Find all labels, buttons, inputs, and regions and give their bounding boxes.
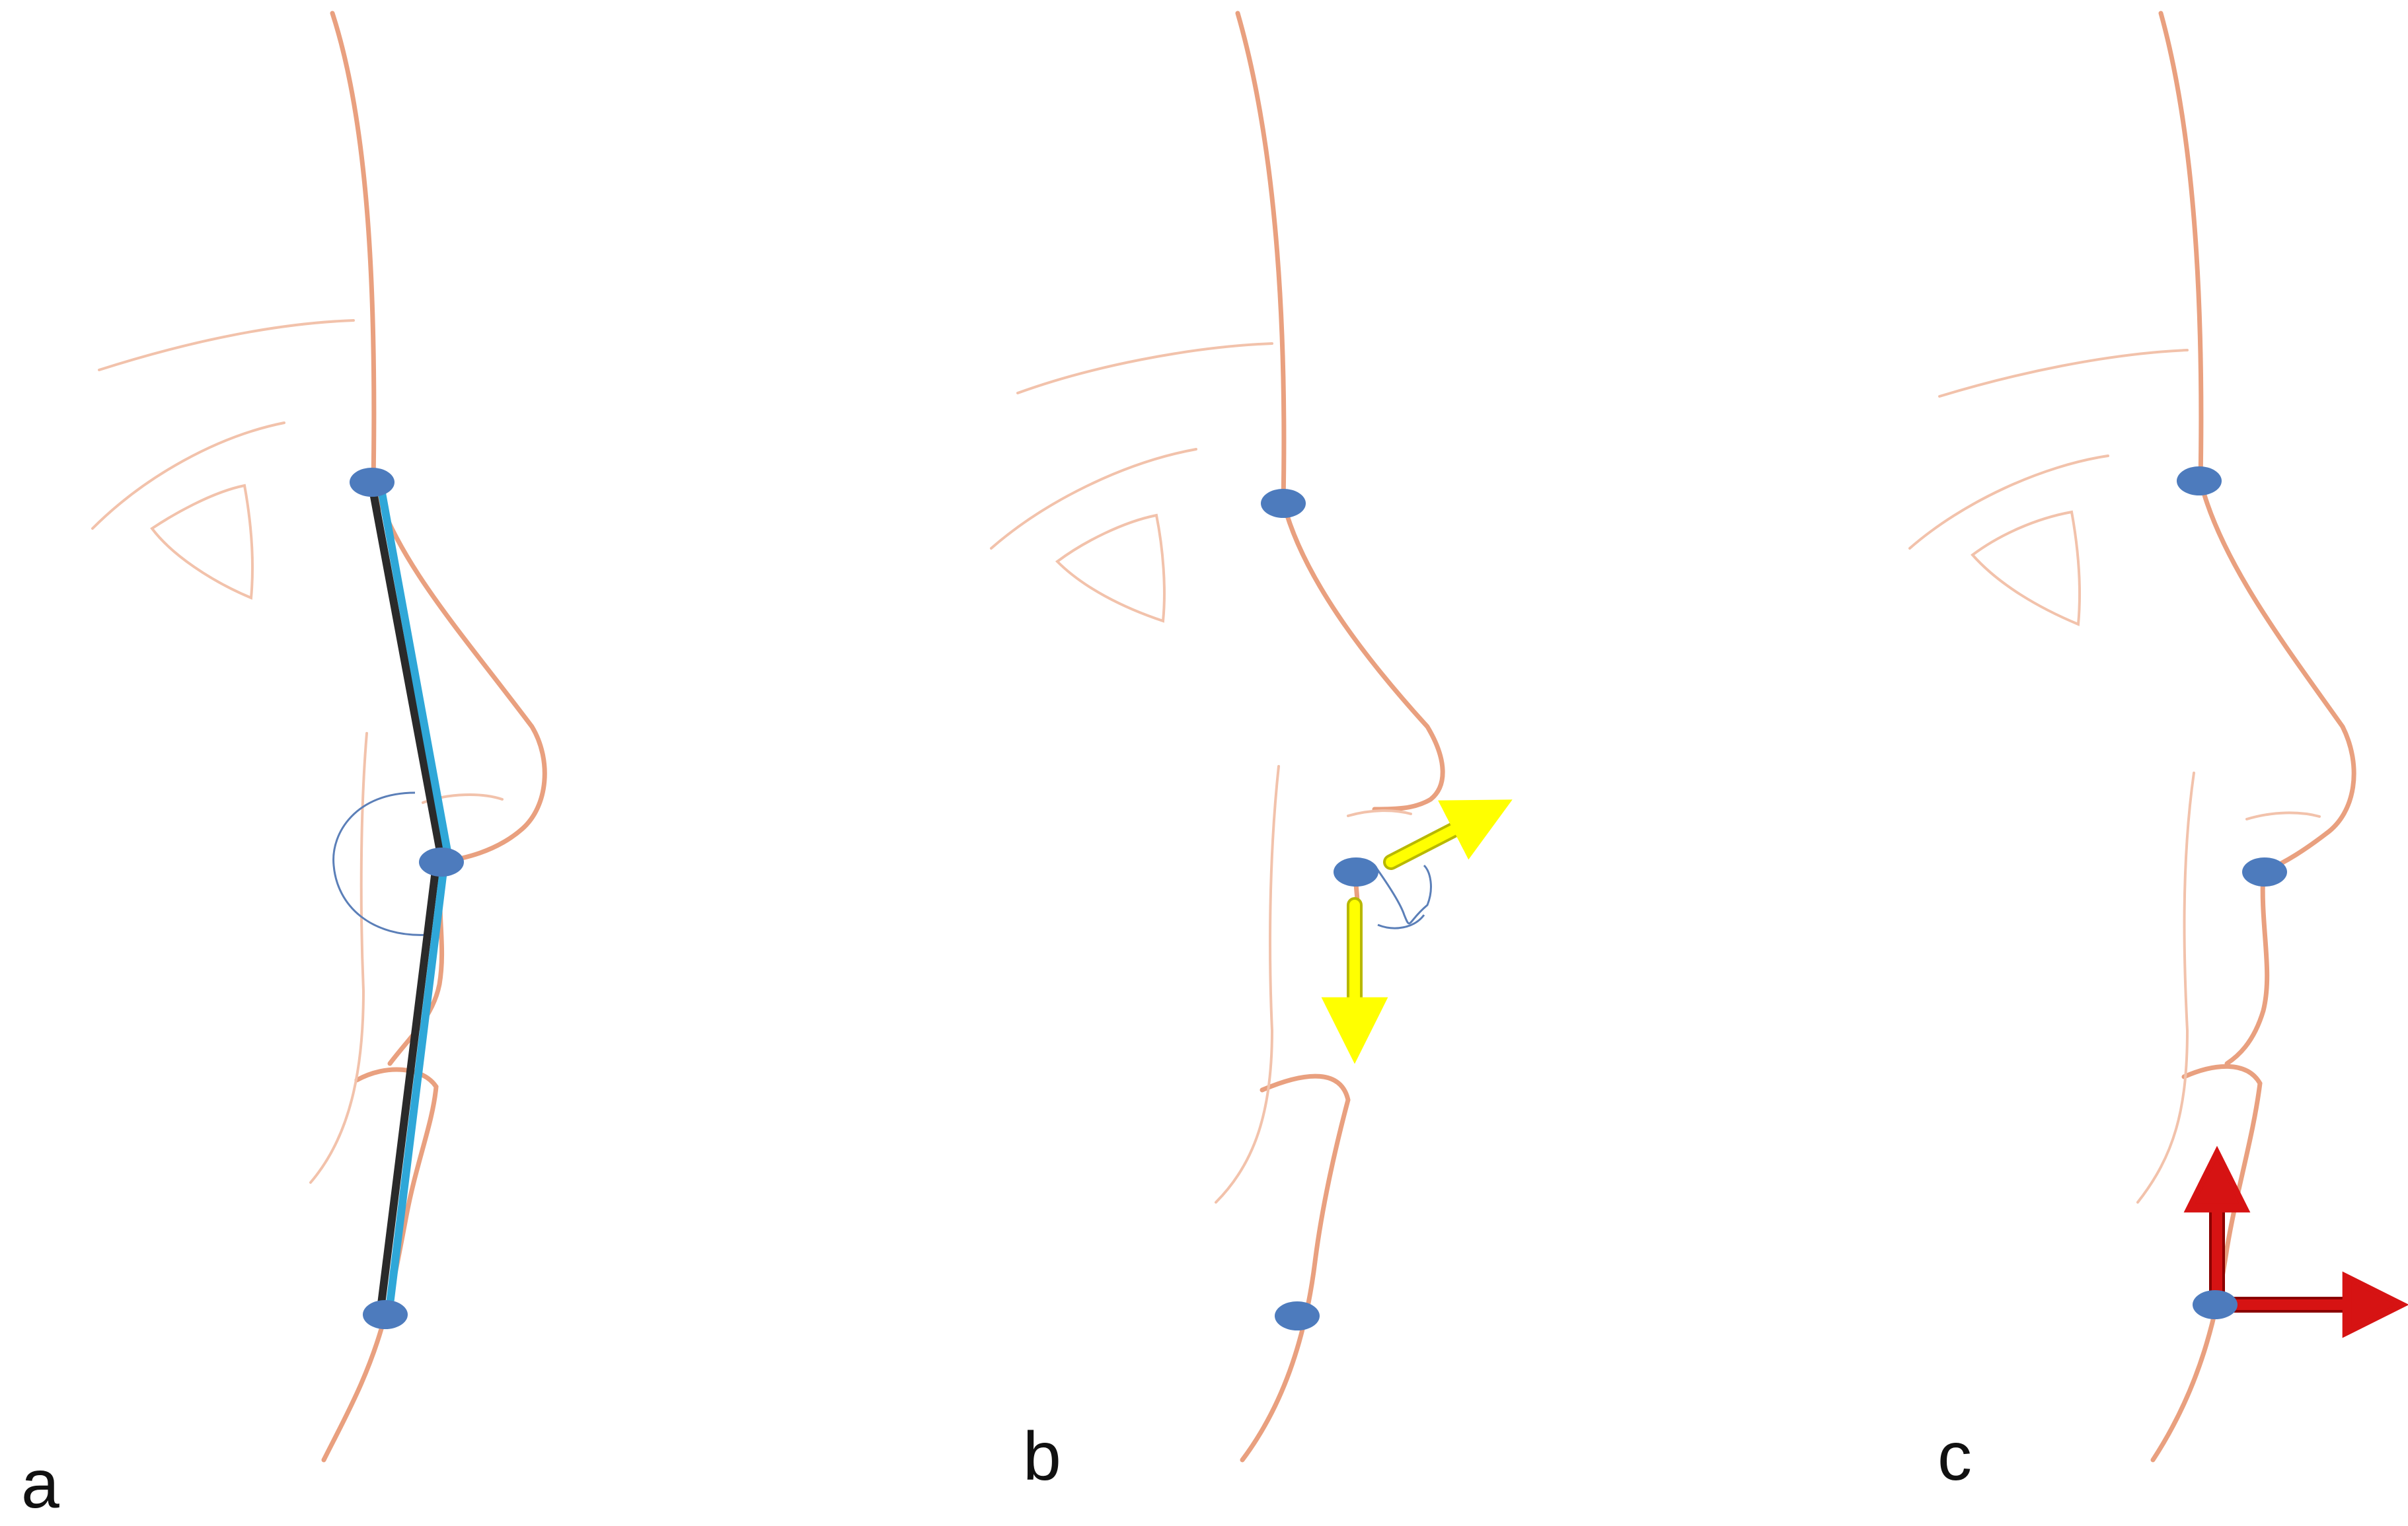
panel-b-forehead-nose-profile bbox=[1235, 11, 1445, 812]
panel-a-upper-eyelid bbox=[91, 421, 285, 530]
panel-b-label: b bbox=[1023, 1418, 1061, 1495]
panel-a-lower-line-shadow bbox=[376, 861, 440, 1319]
panel-b-nostril bbox=[1347, 809, 1412, 817]
panel-b-nasal-fold bbox=[1215, 765, 1280, 1204]
panel-a-facial-angle-arc bbox=[332, 791, 430, 936]
panel-c-landmark-subnasale bbox=[2242, 857, 2287, 887]
panel-a-lower-line bbox=[385, 861, 448, 1319]
panel-a-upper-line-shadow bbox=[367, 478, 447, 869]
panel-a-nasal-fold bbox=[309, 732, 368, 1184]
panel-b-landmark-nasion bbox=[1261, 489, 1306, 518]
panel-b-direction-arrows bbox=[1321, 799, 1513, 1064]
panel-b-nasolabial-angle-arc bbox=[1373, 864, 1432, 925]
panel-c-eye bbox=[1971, 510, 2081, 626]
panel-b-columella-arrow bbox=[1386, 805, 1501, 867]
panel-c-upper-lip bbox=[2224, 869, 2270, 1066]
panel-b-eyebrow bbox=[1016, 342, 1273, 394]
panel-c-nostril bbox=[2245, 811, 2321, 820]
panel-a-profile-lines bbox=[367, 478, 453, 1319]
panel-c-upper-eyelid bbox=[1908, 454, 2109, 550]
panel-c-landmark-nasion bbox=[2177, 466, 2222, 495]
panel-a-upper-line bbox=[376, 478, 453, 866]
panel-b-nasolabial-angle-arc-lower bbox=[1377, 914, 1425, 929]
panel-b-face-outline bbox=[990, 11, 1445, 1463]
panel-b-landmark-soft-pogonion bbox=[1275, 1301, 1320, 1330]
panel-b-upper-eyelid bbox=[990, 448, 1197, 550]
panel-a-landmark-subnasale bbox=[419, 848, 464, 877]
panel-a-lower-lip-chin bbox=[321, 1067, 439, 1463]
panel-c-face-outline bbox=[1908, 11, 2356, 1463]
panel-c-forehead-nose-profile bbox=[2158, 11, 2356, 875]
panel-a-eyebrow bbox=[98, 319, 355, 371]
panel-a-landmark-soft-pogonion bbox=[363, 1300, 408, 1329]
panel-b-lower-lip-chin bbox=[1240, 1073, 1351, 1463]
panel-c-direction-arrows bbox=[2183, 1145, 2408, 1338]
panel-b-landmark-subnasale bbox=[1334, 857, 1378, 887]
panel-c-landmark-soft-pogonion bbox=[2193, 1290, 2238, 1319]
panel-a-forehead-nose-profile bbox=[330, 11, 547, 865]
panel-a-eye bbox=[150, 484, 254, 600]
panel-a-landmark-nasion bbox=[350, 468, 395, 497]
panel-c-label: c bbox=[1938, 1418, 1972, 1495]
panel-a-label: a bbox=[21, 1446, 59, 1523]
panel-c-lower-lip-chin bbox=[2150, 1064, 2263, 1463]
panel-c-eyebrow bbox=[1938, 349, 2189, 398]
panel-c: c bbox=[1908, 11, 2408, 1495]
panel-a-face-outline bbox=[91, 11, 547, 1463]
panel-b-eye bbox=[1055, 513, 1166, 623]
panel-c-nasal-fold bbox=[2136, 772, 2195, 1204]
panel-a: a bbox=[21, 11, 547, 1523]
panel-b: b bbox=[990, 11, 1513, 1495]
